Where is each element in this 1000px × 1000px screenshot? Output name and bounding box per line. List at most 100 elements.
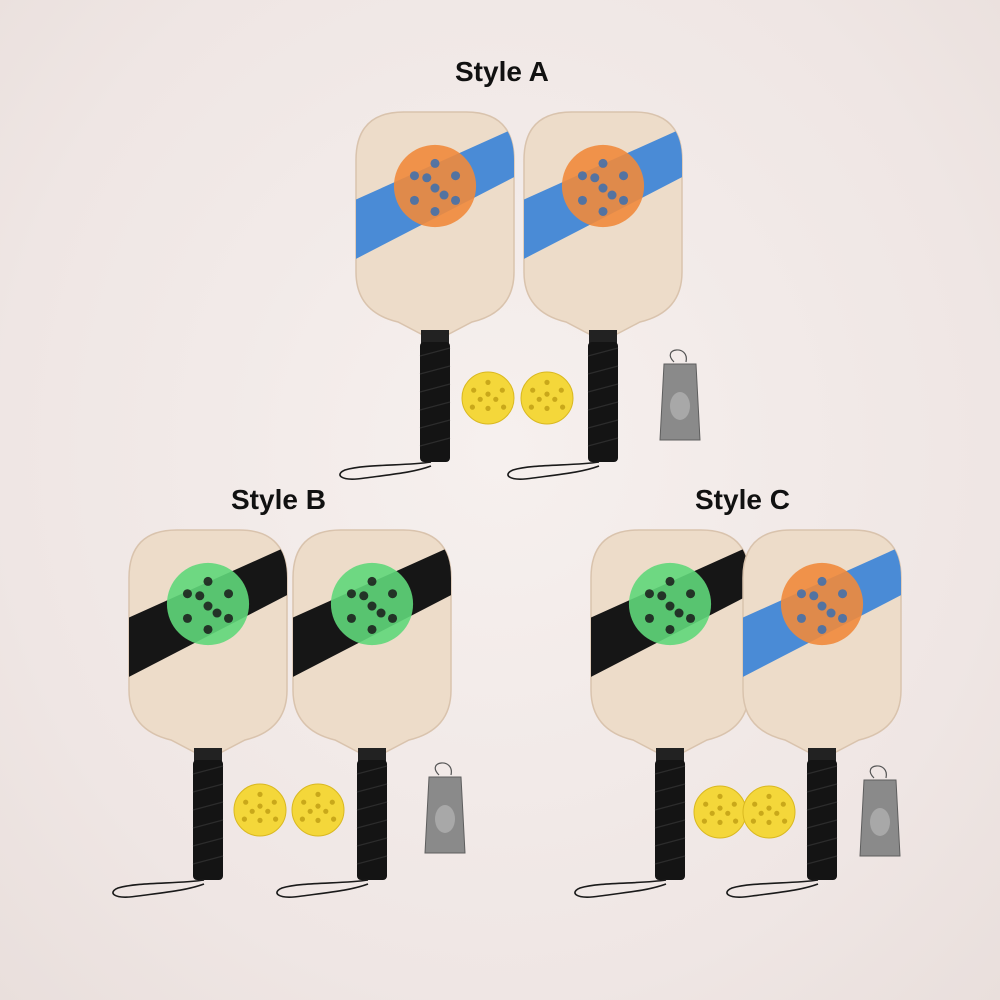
ball-hole: [590, 173, 600, 183]
yellow-pickleball-icon: [693, 785, 747, 839]
paddle-collar: [589, 330, 617, 344]
ball-hole: [560, 404, 566, 410]
paddle-grip: [588, 342, 618, 462]
ball-hole: [536, 396, 542, 402]
grip-wrap: [419, 347, 451, 357]
grip-wrap: [356, 837, 388, 847]
ball-hole: [212, 608, 222, 618]
grip-wrap: [654, 783, 686, 793]
ball-hole: [644, 613, 654, 623]
ball-hole: [817, 624, 827, 634]
ball-hole: [422, 173, 432, 183]
ball-hole: [439, 190, 449, 200]
ball-hole: [203, 601, 213, 611]
bag-drawstring: [869, 765, 887, 779]
ball-body: [291, 783, 345, 837]
yellow-pickleball-icon: [520, 371, 574, 425]
ball-hole: [430, 183, 440, 193]
ball-hole: [577, 171, 587, 181]
grip-wrap: [356, 819, 388, 829]
style-a-label: Style A: [455, 56, 549, 87]
ball-hole: [607, 190, 617, 200]
ball-hole: [224, 613, 234, 623]
grip-wrap: [587, 401, 619, 411]
ball-hole: [367, 576, 377, 586]
grip-wrap: [587, 437, 619, 447]
ball-hole: [774, 810, 780, 816]
set-0-paddle-left: [339, 111, 515, 480]
ball-hole: [717, 805, 723, 811]
yellow-pickleball-icon: [461, 371, 515, 425]
yellow-pickleball-icon: [291, 783, 345, 837]
ball-hole: [577, 195, 587, 205]
ball-hole: [331, 816, 337, 822]
ball-hole: [598, 158, 608, 168]
ball-hole: [780, 801, 786, 807]
ball-hole: [182, 613, 192, 623]
ball-hole: [271, 799, 277, 805]
paddle-grip: [357, 760, 387, 880]
ball-hole: [299, 816, 305, 822]
ball-hole: [499, 387, 505, 393]
ball-hole: [182, 589, 192, 599]
paddle-collar: [656, 748, 684, 762]
ball-hole: [544, 405, 550, 411]
ball-hole: [701, 818, 708, 824]
ball-hole: [733, 818, 739, 824]
ball-hole: [224, 589, 234, 599]
ball-hole: [817, 601, 827, 611]
ball-hole: [665, 601, 675, 611]
ball-hole: [471, 387, 477, 393]
ball-hole: [766, 805, 772, 811]
mesh-bag-icon: [659, 349, 701, 441]
ball-hole: [469, 404, 475, 410]
bag-contents: [670, 392, 690, 420]
grip-wrap: [654, 765, 686, 775]
ball-hole: [766, 793, 772, 800]
grip-wrap: [654, 837, 686, 847]
ball-hole: [249, 808, 255, 814]
grip-wrap: [192, 855, 224, 865]
ball-hole: [717, 819, 723, 826]
ball-hole: [725, 810, 731, 816]
ball-hole: [307, 808, 313, 814]
ball-hole: [686, 613, 696, 623]
ball-hole: [544, 379, 550, 385]
ball-hole: [674, 608, 684, 618]
grip-wrap: [356, 855, 388, 865]
ball-hole: [346, 613, 356, 623]
style-b-label: Style B: [231, 484, 326, 515]
grip-wrap: [356, 801, 388, 811]
ball-hole: [409, 195, 419, 205]
bag-contents: [870, 808, 890, 836]
ball-body: [693, 785, 747, 839]
grip-wrap: [419, 383, 451, 393]
grip-wrap: [419, 365, 451, 375]
ball-hole: [619, 171, 629, 181]
ball-hole: [598, 183, 608, 193]
ball-hole: [329, 799, 335, 805]
paddle-grip: [655, 760, 685, 880]
ball-hole: [644, 589, 654, 599]
ball-hole: [750, 818, 757, 824]
ball-hole: [665, 576, 675, 586]
wrist-cord: [112, 879, 205, 898]
ball-hole: [485, 405, 491, 411]
grip-wrap: [654, 855, 686, 865]
ball-hole: [619, 195, 629, 205]
paddle-collar: [194, 748, 222, 762]
ball-hole: [758, 810, 764, 816]
ball-hole: [558, 387, 564, 393]
ball-hole: [376, 608, 386, 618]
ball-hole: [501, 404, 507, 410]
ball-hole: [315, 803, 321, 809]
set-2-paddle-right: [726, 529, 902, 898]
ball-hole: [346, 589, 356, 599]
set-2-paddle-left: [574, 529, 750, 898]
grip-wrap: [587, 365, 619, 375]
paddle-collar: [421, 330, 449, 344]
ball-hole: [717, 793, 723, 800]
ball-hole: [257, 803, 263, 809]
grip-wrap: [192, 801, 224, 811]
